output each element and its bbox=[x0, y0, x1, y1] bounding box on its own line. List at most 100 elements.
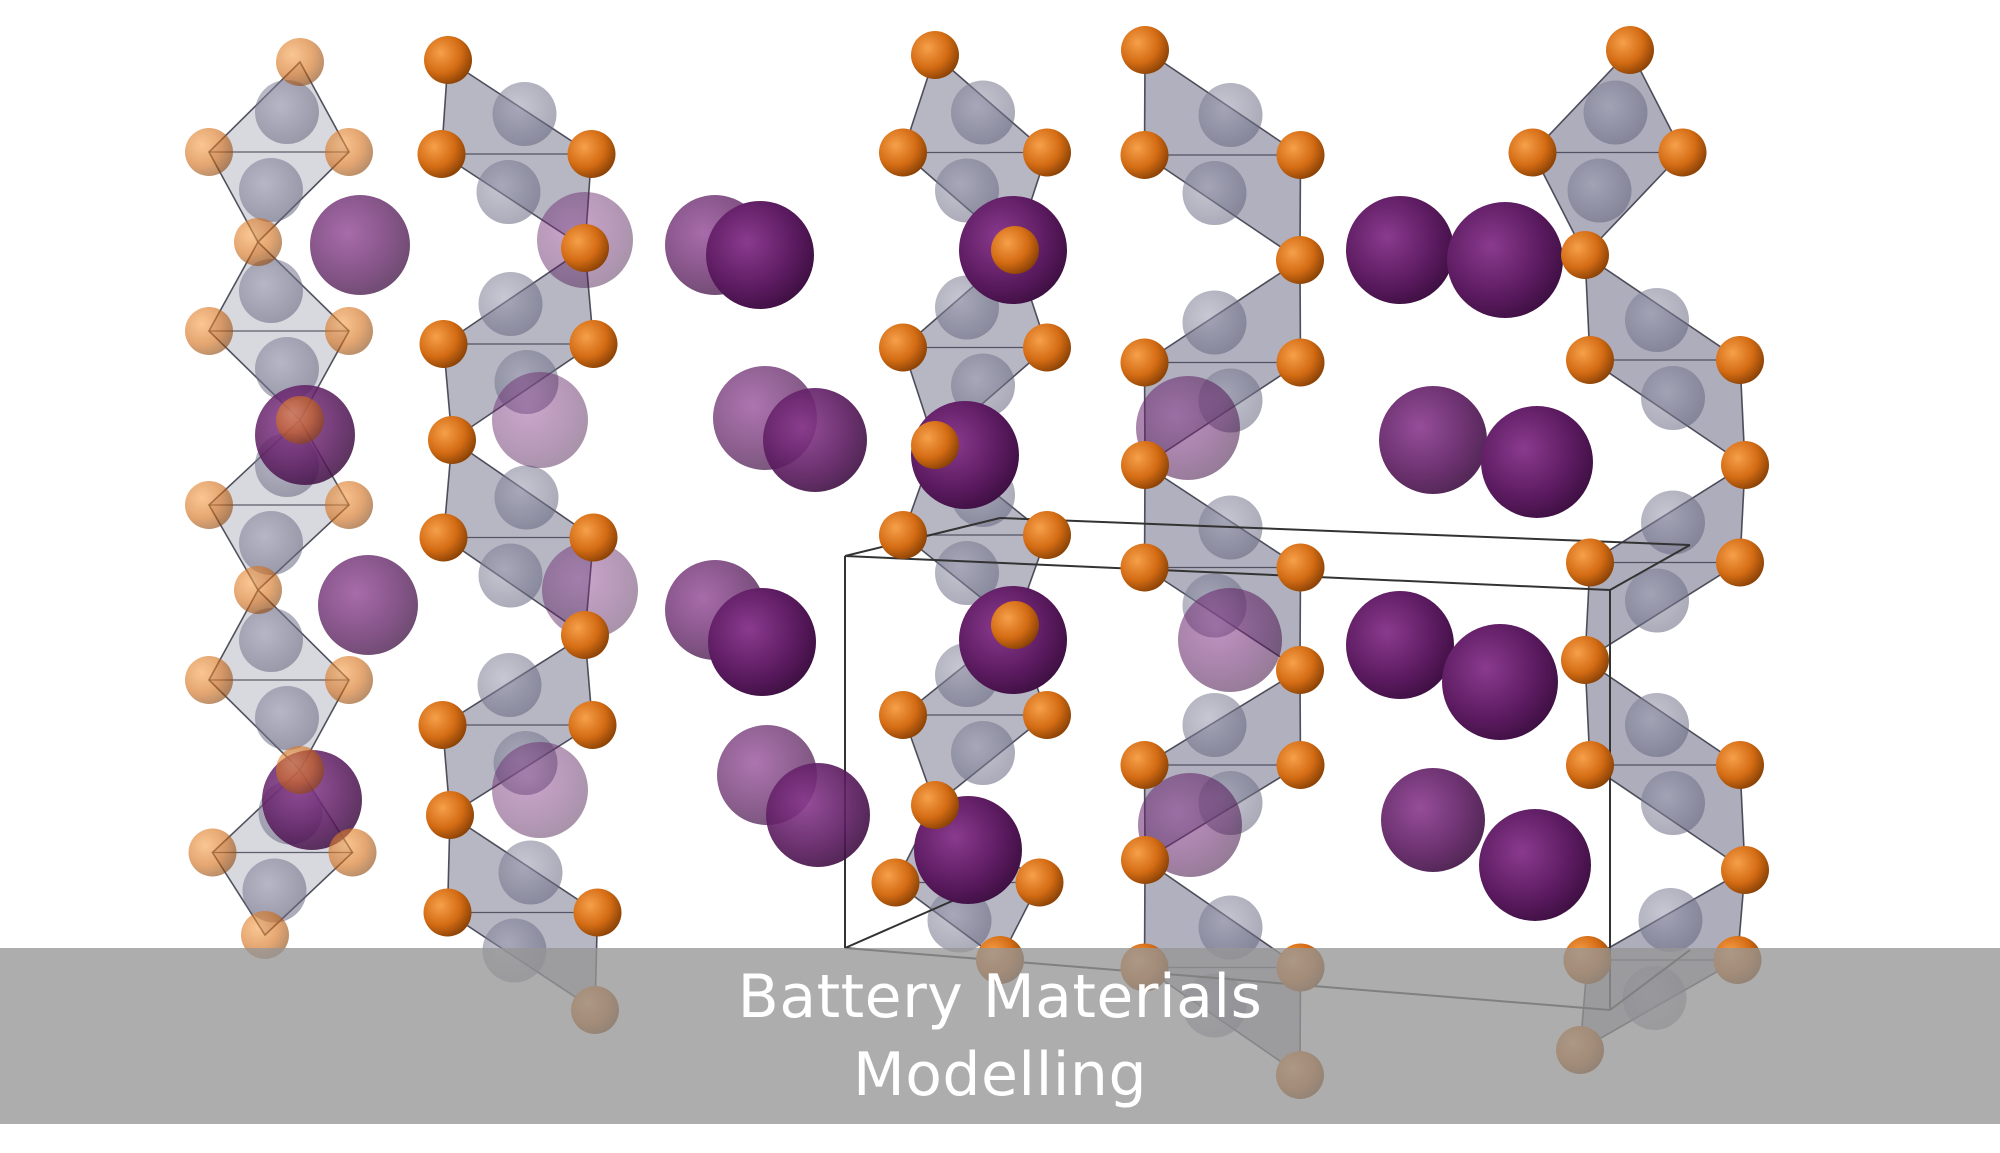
anion-atom bbox=[1716, 538, 1764, 587]
metal-center-atom bbox=[478, 272, 543, 336]
anion-atom bbox=[1716, 336, 1764, 384]
anion-atom bbox=[426, 791, 474, 839]
anion-atom bbox=[325, 481, 373, 529]
anion-atom bbox=[325, 656, 373, 704]
anion-atom bbox=[234, 566, 282, 614]
alkali-atom bbox=[310, 195, 410, 295]
anion-atom bbox=[1276, 338, 1325, 387]
anion-atom bbox=[1658, 128, 1707, 177]
anion-atom bbox=[234, 218, 282, 266]
metal-center-atom bbox=[498, 840, 563, 905]
anion-atom bbox=[561, 224, 609, 272]
metal-center-atom bbox=[476, 160, 541, 224]
anion-atom bbox=[185, 656, 233, 704]
alkali-atom bbox=[708, 588, 816, 696]
alkali-atom bbox=[1479, 809, 1591, 921]
alkali-atom bbox=[763, 388, 867, 492]
alkali-atom bbox=[1379, 386, 1487, 494]
metal-center-atom bbox=[242, 858, 307, 923]
anion-atom bbox=[276, 396, 324, 444]
metal-center-atom bbox=[951, 80, 1015, 145]
anion-atom bbox=[567, 130, 616, 178]
alkali-atom bbox=[492, 742, 588, 838]
metal-center-atom bbox=[239, 259, 303, 323]
metal-center-atom bbox=[492, 82, 557, 146]
metal-center-atom bbox=[1198, 83, 1263, 147]
alkali-atom bbox=[1447, 202, 1563, 318]
anion-atom bbox=[241, 911, 289, 959]
anion-atom bbox=[1023, 323, 1071, 372]
anion-atom bbox=[1120, 338, 1169, 387]
anion-atom bbox=[1508, 128, 1557, 177]
alkali-atom bbox=[766, 763, 870, 867]
anion-atom bbox=[1721, 846, 1769, 894]
metal-center-atom bbox=[1641, 490, 1705, 555]
metal-center-atom bbox=[951, 721, 1015, 785]
alkali-atom bbox=[1481, 406, 1593, 518]
metal-center-atom bbox=[239, 158, 303, 222]
anion-atom bbox=[423, 888, 472, 937]
metal-center-atom bbox=[1625, 568, 1689, 633]
anion-atom bbox=[1015, 858, 1064, 907]
metal-center-atom bbox=[255, 337, 319, 401]
anion-atom bbox=[879, 691, 927, 739]
unit-cell-edge bbox=[844, 555, 1611, 591]
anion-atom bbox=[911, 421, 959, 469]
anion-atom bbox=[325, 307, 373, 355]
metal-center-atom bbox=[239, 511, 303, 575]
anion-atom bbox=[911, 781, 959, 829]
anion-atom bbox=[871, 858, 920, 907]
unit-cell-edge bbox=[999, 517, 1691, 546]
alkali-atom bbox=[706, 201, 814, 309]
alkali-atom bbox=[1346, 196, 1454, 304]
metal-center-atom bbox=[239, 608, 303, 672]
anion-atom bbox=[1023, 691, 1071, 739]
anion-atom bbox=[185, 481, 233, 529]
anion-atom bbox=[325, 128, 373, 176]
anion-atom bbox=[879, 511, 927, 559]
anion-atom bbox=[1120, 131, 1169, 179]
anion-atom bbox=[568, 701, 617, 749]
anion-atom bbox=[1716, 741, 1764, 789]
caption-title-line1: Battery Materials bbox=[737, 962, 1263, 1032]
metal-center-atom bbox=[935, 541, 999, 605]
anion-atom bbox=[569, 513, 618, 562]
anion-atom bbox=[1566, 336, 1614, 384]
anion-atom bbox=[573, 888, 622, 937]
anion-atom bbox=[276, 38, 324, 86]
anion-atom bbox=[1276, 236, 1324, 284]
metal-center-atom bbox=[1625, 693, 1689, 757]
anion-atom bbox=[991, 601, 1039, 649]
anion-atom bbox=[879, 128, 927, 177]
anion-atom bbox=[1276, 131, 1325, 179]
anion-atom bbox=[1276, 646, 1324, 694]
anion-atom bbox=[276, 746, 324, 794]
anion-atom bbox=[428, 416, 476, 464]
metal-center-atom bbox=[1182, 161, 1247, 225]
unit-cell-edge bbox=[1609, 544, 1691, 591]
atoms-layer bbox=[185, 26, 1769, 1099]
anion-atom bbox=[911, 31, 959, 79]
metal-center-atom bbox=[478, 543, 543, 608]
caption-banner: Battery Materials Modelling bbox=[0, 948, 2000, 1124]
anion-atom bbox=[328, 828, 377, 877]
anion-atom bbox=[1276, 741, 1325, 789]
alkali-atom bbox=[1346, 591, 1454, 699]
alkali-atom bbox=[1178, 588, 1282, 692]
anion-atom bbox=[1023, 511, 1071, 559]
anion-atom bbox=[1120, 741, 1169, 789]
anion-atom bbox=[1566, 741, 1614, 789]
anion-atom bbox=[1121, 441, 1169, 489]
anion-atom bbox=[185, 128, 233, 176]
anion-atom bbox=[424, 36, 472, 84]
anion-atom bbox=[1121, 26, 1169, 74]
metal-center-atom bbox=[1198, 895, 1263, 960]
anion-atom bbox=[1121, 836, 1169, 884]
alkali-atom bbox=[318, 555, 418, 655]
alkali-atom bbox=[1381, 768, 1485, 872]
anion-atom bbox=[561, 611, 609, 659]
caption-title-line2: Modelling bbox=[852, 1040, 1148, 1110]
anion-atom bbox=[1606, 26, 1654, 74]
anion-atom bbox=[185, 307, 233, 355]
